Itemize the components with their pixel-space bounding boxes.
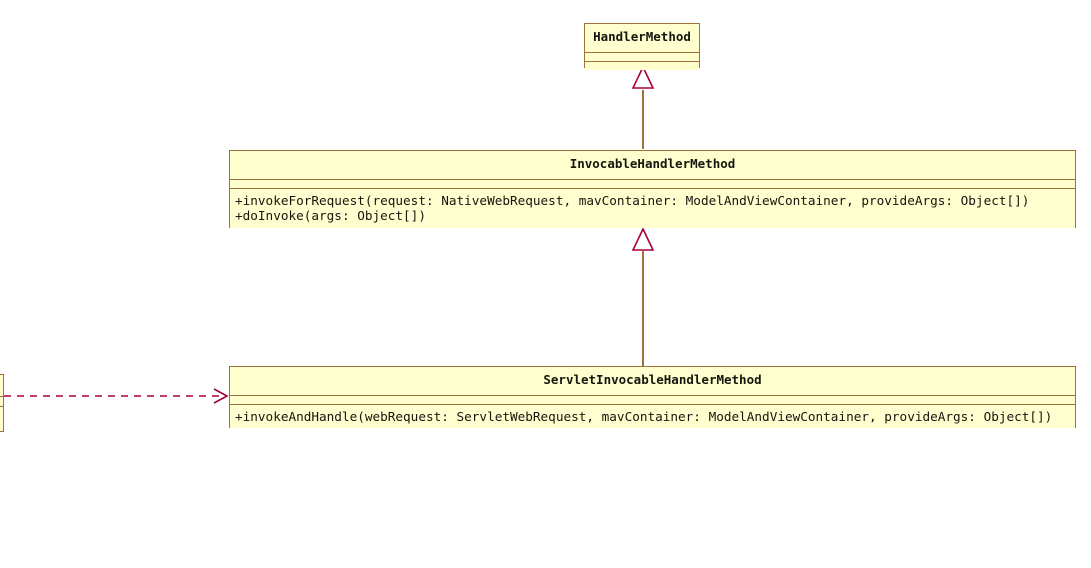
class-attributes-servlet-invocable-handler-method	[230, 394, 1075, 404]
class-methods-invocable-handler-method: +invokeForRequest(request: NativeWebRequ…	[230, 187, 1075, 228]
dependency-offscreen-to-servlet	[4, 388, 229, 404]
class-box-invocable-handler-method[interactable]: InvocableHandlerMethod +invokeForRequest…	[229, 150, 1076, 228]
method-do-invoke: +doInvoke(args: Object[])	[235, 208, 426, 223]
offscreen-attributes-compartment	[0, 396, 3, 406]
generalization-servlet-to-invocable	[631, 227, 655, 368]
offscreen-methods-compartment	[0, 406, 3, 433]
class-methods-servlet-invocable-handler-method: +invokeAndHandle(webRequest: ServletWebR…	[230, 403, 1075, 428]
class-attributes-invocable-handler-method	[230, 178, 1075, 188]
generalization-invocable-to-handler	[631, 65, 655, 149]
class-attributes-handler-method	[585, 51, 699, 61]
offscreen-title-compartment	[0, 375, 3, 396]
class-box-servlet-invocable-handler-method[interactable]: ServletInvocableHandlerMethod +invokeAnd…	[229, 366, 1076, 428]
class-methods-handler-method	[585, 60, 699, 70]
class-title-handler-method: HandlerMethod	[585, 24, 699, 52]
class-box-handler-method[interactable]: HandlerMethod	[584, 23, 700, 70]
method-invoke-and-handle: +invokeAndHandle(webRequest: ServletWebR…	[235, 408, 1053, 424]
hollow-triangle-arrowhead-1	[631, 65, 655, 89]
open-arrowhead	[213, 388, 229, 404]
method-invoke-for-request: +invokeForRequest(request: NativeWebRequ…	[235, 192, 1030, 208]
class-title-servlet-invocable-handler-method: ServletInvocableHandlerMethod	[230, 367, 1075, 395]
class-box-offscreen-partial[interactable]	[0, 374, 4, 432]
hollow-triangle-arrowhead-2	[631, 227, 655, 251]
class-title-invocable-handler-method: InvocableHandlerMethod	[230, 151, 1075, 179]
